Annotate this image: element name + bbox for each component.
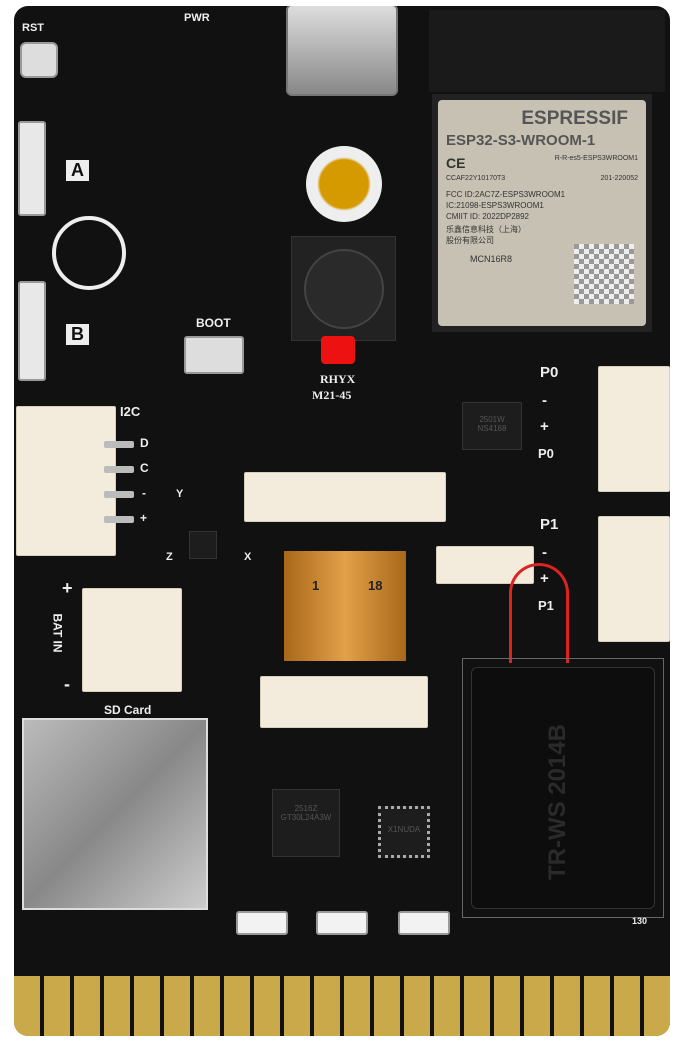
pin [104, 491, 134, 498]
pin [104, 466, 134, 473]
ccaf-cert: CCAF22Y10170T3 [446, 175, 506, 182]
fpc-ribbon [284, 551, 406, 661]
axis-x: X [244, 551, 252, 563]
p0-label: P0 [540, 364, 559, 381]
axis-y: Y [176, 488, 184, 500]
bat-in-label: BAT IN [50, 613, 65, 653]
p0-pin-minus: - [542, 392, 547, 409]
camera-text-1: RHYX [320, 372, 356, 386]
mcu-chip-label: X1NUDA [387, 825, 421, 834]
logo-icon [52, 216, 126, 290]
button-a[interactable] [18, 121, 46, 216]
i2c-pin-c: C [140, 461, 149, 475]
module-variant: MCN16R8 [470, 254, 513, 264]
i2c-label: I2C [120, 404, 141, 419]
p0-connector[interactable] [598, 366, 670, 492]
battery-connector[interactable] [82, 588, 182, 692]
board-number: 130 [632, 916, 648, 926]
mic-capsule [306, 146, 382, 222]
i2c-pin-minus: - [142, 486, 146, 500]
fpc-pin-1: 1 [312, 578, 320, 593]
pin [104, 516, 134, 523]
amp-chip-label: NS4168 [477, 424, 507, 433]
camera-text-2: M21-45 [312, 388, 352, 402]
esp32-module: ESPRESSIF ESP32-S3-WROOM-1 CE R-R-es5-ESP… [432, 94, 652, 332]
sd-card-slot[interactable] [22, 718, 208, 910]
bat-plus: + [62, 578, 73, 598]
reset-button[interactable] [20, 42, 58, 78]
wifi-antenna [429, 10, 665, 92]
mcu-chip: X1NUDA [378, 806, 430, 858]
p1-pin-minus: - [542, 544, 547, 561]
display-fpc-connector[interactable] [260, 676, 428, 728]
fpc-pin-18: 18 [368, 578, 383, 593]
pwr-label: PWR [184, 12, 210, 24]
maker-cn: 乐鑫信息科技（上海） [446, 225, 526, 234]
p1-connector[interactable] [598, 516, 670, 642]
speaker-label: TR-WS 2014B [544, 723, 572, 881]
bat-minus: - [64, 674, 70, 694]
pcb-board: RST PWR A B RHYX M21-45 BOOT ESPRESSIF E… [14, 6, 670, 1036]
module-model: ESP32-S3-WROOM-1 [446, 132, 596, 149]
boot-button[interactable] [184, 336, 244, 374]
edge-connector [14, 976, 670, 1036]
cmiit-id: CMIIT ID: 2022DP2892 [446, 212, 530, 221]
button-b[interactable] [18, 281, 46, 381]
bottom-switch-1[interactable] [236, 911, 288, 935]
camera-led [321, 336, 355, 364]
b-label: B [66, 324, 89, 345]
p1-pin-signal: P1 [538, 598, 554, 613]
telec-cert: 201-220052 [600, 175, 638, 182]
axis-z: Z [166, 551, 173, 563]
p0-pin-signal: P0 [538, 446, 554, 461]
module-brand: ESPRESSIF [521, 108, 628, 129]
usb-c-port[interactable] [286, 6, 398, 96]
kc-cert: R-R-es5-ESPS3WROOM1 [554, 155, 638, 162]
pin [104, 441, 134, 448]
bottom-switch-2[interactable] [316, 911, 368, 935]
ce-mark: CE [446, 155, 466, 171]
camera-fpc-connector[interactable] [244, 472, 446, 522]
i2c-connector[interactable] [16, 406, 116, 556]
p1-label: P1 [540, 516, 559, 533]
bottom-switch-3[interactable] [398, 911, 450, 935]
imu-chip [189, 531, 217, 559]
fcc-id: FCC ID:2AC7Z-ESPS3WROOM1 [446, 190, 566, 199]
p0-pin-plus: + [540, 418, 549, 435]
i2c-pin-plus: + [140, 511, 148, 525]
i2c-pin-d: D [140, 436, 149, 450]
ic-id: IC:21098-ESPS3WROOM1 [446, 201, 544, 210]
maker-cn-2: 股份有限公司 [446, 236, 494, 245]
font-chip-code: 2516Z [294, 804, 318, 813]
rst-label: RST [22, 22, 44, 34]
speaker-box: TR-WS 2014B [462, 658, 664, 918]
boot-label: BOOT [196, 316, 231, 330]
font-chip-label: GT30L24A3W [280, 813, 332, 822]
a-label: A [66, 160, 89, 181]
amp-chip-code: 2501W [479, 415, 505, 424]
sd-card-label: SD Card [104, 703, 152, 717]
qr-code [574, 244, 634, 304]
red-wire [509, 563, 569, 663]
camera-module [291, 236, 396, 341]
